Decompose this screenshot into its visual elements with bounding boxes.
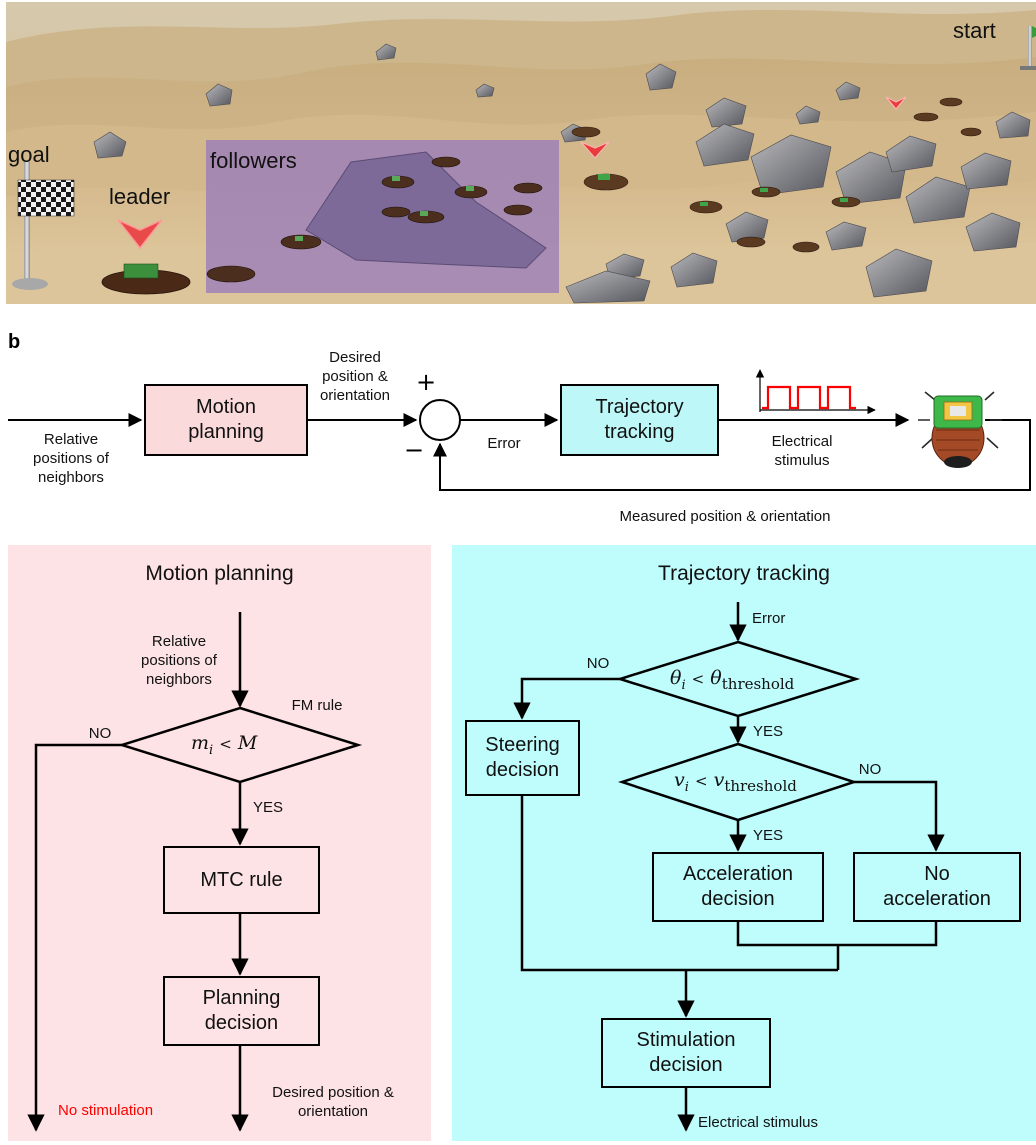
start-label: start (953, 18, 996, 43)
mp-output-label: Desired position & orientation (272, 1084, 394, 1120)
goal-label: goal (8, 142, 50, 167)
mp-input-label: Relative positions of neighbors (141, 633, 217, 688)
electrical-stimulus-label: Electrical stimulus (771, 433, 833, 469)
mtc-rule-block: MTC rule (163, 846, 320, 914)
tt-error-label: Error (752, 610, 786, 627)
mp-no-label: NO (88, 725, 112, 742)
loop-input-label: Relative positions of neighbors (33, 431, 109, 486)
theta-condition: θi < θthreshold (670, 667, 795, 693)
no-stimulation-label: No stimulation (58, 1102, 154, 1119)
plus-sign: + (416, 368, 437, 396)
leader-label: leader (109, 184, 171, 209)
trajectory-tracking-title: Trajectory tracking (658, 562, 830, 585)
control-loop-wires (8, 369, 1031, 491)
minus-sign: − (404, 436, 425, 464)
fm-rule-label: FM rule (291, 697, 343, 714)
cockroach-robot-icon (918, 391, 1002, 468)
panel-b-letter: b (8, 331, 21, 353)
mp-condition: mi < M (191, 732, 258, 758)
motion-planning-panel (8, 545, 431, 1141)
feedback-label: Measured position & orientation (619, 508, 831, 525)
tt-yes-label-1: YES (752, 723, 783, 740)
tt-yes-label-2: YES (752, 827, 783, 844)
v-condition: vi < vthreshold (674, 769, 797, 795)
followers-label: followers (210, 148, 297, 173)
desired-position-label: Desired position & orientation (319, 349, 391, 404)
desert-scene (6, 2, 1036, 304)
tt-no-label-2: NO (858, 761, 882, 778)
tt-no-label-1: NO (586, 655, 610, 672)
mp-yes-label: YES (252, 799, 283, 816)
error-label: Error (487, 435, 521, 452)
flowchart-wires (27, 602, 945, 1132)
tt-output-label: Electrical stimulus (698, 1114, 819, 1131)
motion-planning-title: Motion planning (145, 562, 294, 585)
stimulus-waveform-icon (755, 369, 876, 415)
